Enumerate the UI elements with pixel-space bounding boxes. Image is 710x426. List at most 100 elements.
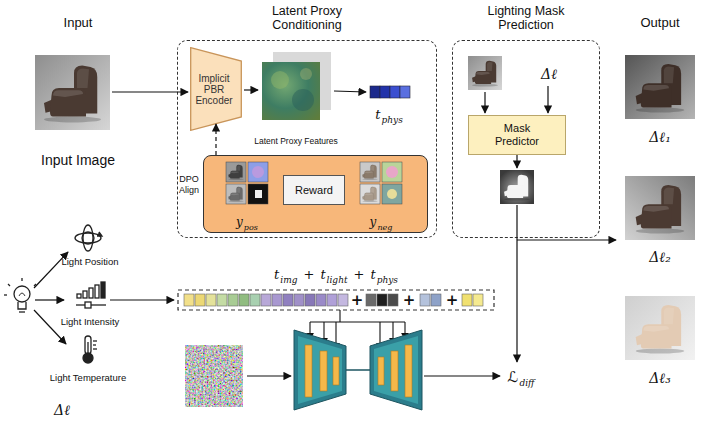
negative-samples-part xyxy=(386,166,398,178)
token-sequence-part xyxy=(178,290,494,310)
output-images-part xyxy=(625,296,695,360)
light-icons-part xyxy=(18,302,26,309)
token-sequence-part-part xyxy=(250,294,260,306)
token-sequence-part-part xyxy=(261,294,271,306)
token-sequence-part-part xyxy=(206,294,216,306)
token-sequence-part-part xyxy=(195,294,205,306)
trapezoid-shape xyxy=(191,48,242,131)
noise-image xyxy=(185,345,243,407)
unet-part xyxy=(346,369,370,371)
input-image xyxy=(35,55,110,130)
light-icons-part xyxy=(14,286,30,302)
light-icons-part xyxy=(8,284,10,286)
light-icons-part xyxy=(75,233,101,243)
node-label: Mask Predictor xyxy=(486,122,548,148)
positive-samples-part xyxy=(228,187,243,202)
negative-samples-part xyxy=(362,187,377,202)
phys-token-part xyxy=(390,86,400,98)
math-symbol: t xyxy=(370,268,375,281)
token-sequence-part-part xyxy=(327,294,337,306)
light-icons-part xyxy=(95,285,99,298)
light-icons-part xyxy=(19,311,25,312)
math-subscript: diff xyxy=(519,379,534,388)
light-icons-part xyxy=(19,293,25,296)
math-expression: tphys xyxy=(375,106,403,122)
unet-part xyxy=(370,330,422,410)
math-symbol: Δℓ xyxy=(541,67,557,81)
token-sequence-part-part xyxy=(283,294,293,306)
light-icons-part xyxy=(34,284,36,286)
flow-arrows-part xyxy=(334,91,366,92)
latent-proxy-features-part xyxy=(300,68,312,80)
light-icons-part xyxy=(77,294,81,298)
positive-samples-part xyxy=(226,184,246,204)
unet-part xyxy=(305,345,412,397)
node-label: Reward xyxy=(295,184,333,196)
math-subscript: img xyxy=(280,276,297,285)
output-label: Δℓ₃ xyxy=(649,371,671,385)
positive-samples-part xyxy=(248,162,268,182)
feature-caption: Latent Proxy Features xyxy=(254,137,338,146)
positive-samples-part xyxy=(248,184,268,204)
math-expression: timg+tlight+tphys xyxy=(274,266,398,282)
flow-arrows xyxy=(34,86,616,376)
light-icons-part xyxy=(93,340,97,341)
group-heading: DPO Align xyxy=(176,174,202,196)
math-symbol: t xyxy=(274,268,279,281)
flow-arrows-part xyxy=(112,91,188,92)
icon-caption: Light Position xyxy=(61,257,118,267)
group-heading: Lighting Mask Prediction xyxy=(467,4,585,32)
output-images-part xyxy=(636,64,685,113)
math-subscript: pos xyxy=(244,224,258,232)
negative-samples-part xyxy=(360,162,380,182)
unet-part-part xyxy=(405,345,412,397)
unet xyxy=(294,330,422,410)
encoder-trapezoid: Implicit PBR Encoder xyxy=(190,47,242,131)
token-sequence-part xyxy=(184,294,483,306)
token-sequence-part-part xyxy=(228,294,238,306)
token-sequence-part-part xyxy=(272,294,282,306)
unet-part-part xyxy=(391,351,398,391)
flow-arrows-part xyxy=(424,375,500,376)
light-icons-part xyxy=(93,348,97,349)
math-subscript: phys xyxy=(381,116,402,125)
flow-arrows-part xyxy=(34,310,66,344)
light-icons-part xyxy=(89,288,93,298)
output-images-part xyxy=(625,55,695,119)
light-icons-part xyxy=(101,282,105,298)
token-sequence-part-part xyxy=(473,294,483,306)
unet-part xyxy=(294,330,346,410)
process-box: Reward xyxy=(283,175,345,205)
positive-samples-part xyxy=(255,190,262,198)
unet-part-part xyxy=(305,345,312,397)
phys-token xyxy=(370,86,410,98)
positive-samples xyxy=(226,162,268,204)
math-symbol: t xyxy=(320,268,325,281)
mask-inputs-part xyxy=(500,170,534,204)
node-label: Implicit PBR Encoder xyxy=(192,73,240,106)
icon-caption: Light Intensity xyxy=(61,317,120,327)
flow-arrows-part xyxy=(244,89,258,90)
mask-inputs-part xyxy=(468,56,502,90)
negative-samples-part xyxy=(382,162,402,182)
flow-arrows-part xyxy=(247,375,291,376)
math-operator: + xyxy=(303,268,314,281)
output-images xyxy=(625,55,695,360)
icon-caption: Light Temperature xyxy=(50,373,126,383)
light-icons-part xyxy=(97,232,102,236)
negative-samples-part xyxy=(362,165,377,180)
mask-inputs-part xyxy=(472,61,498,87)
flow-arrows-part xyxy=(517,239,616,240)
unet-part xyxy=(298,336,342,404)
image-caption: Input Image xyxy=(41,153,115,167)
light-icons-part xyxy=(87,342,88,356)
loss-symbol: ℒ xyxy=(508,370,519,385)
flow-arrows-part xyxy=(484,92,485,113)
plus-sign: + xyxy=(446,293,459,308)
conditioning-lines-part xyxy=(339,310,340,322)
token-sequence-part-part xyxy=(420,294,430,306)
feature-map xyxy=(262,62,320,120)
